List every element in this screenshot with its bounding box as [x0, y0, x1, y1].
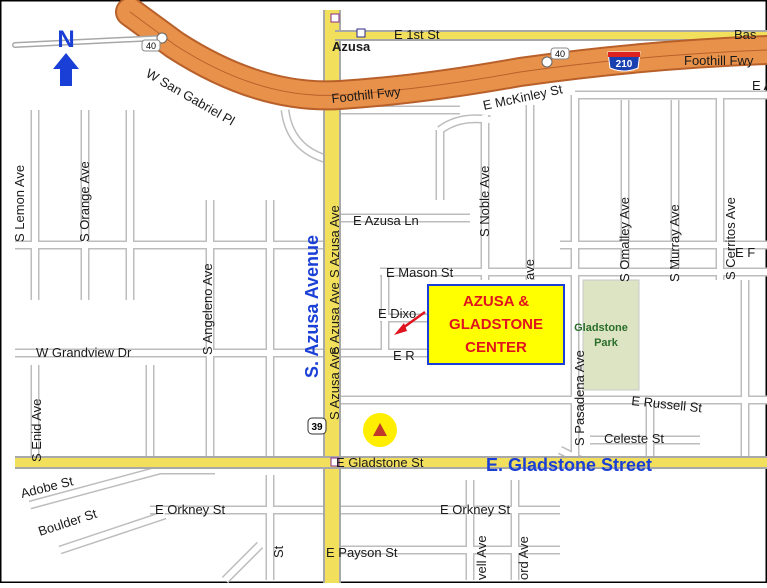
- road-label: vell Ave: [474, 535, 489, 580]
- svg-text:39: 39: [311, 422, 323, 433]
- park-label-suffix: Park: [594, 337, 619, 349]
- road-label: S Noble Ave: [477, 166, 492, 237]
- road-labels: Azusa E 1st St Bas Foothill Fwy E A Foot…: [12, 27, 767, 580]
- road-label: S Azusa Ave: [327, 205, 342, 278]
- poi-marker: [356, 28, 366, 38]
- road-label: E Dixo: [378, 306, 416, 321]
- svg-text:40: 40: [146, 41, 156, 51]
- major-roads: [15, 10, 767, 583]
- road-label: E Mason St: [386, 265, 454, 280]
- road-label: S Cerritos Ave: [723, 197, 738, 280]
- azusa-avenue-big-label: S. Azusa Avenue: [302, 235, 322, 378]
- road-label: E Russell St: [631, 393, 703, 415]
- gladstone-street-road: [15, 458, 767, 467]
- road-label: ave: [522, 259, 537, 280]
- park-label: Gladstone: [574, 322, 628, 334]
- road-label: E A: [752, 78, 767, 93]
- road-label: E R: [393, 348, 415, 363]
- road-label: S Angeleno Ave: [200, 263, 215, 355]
- route-40-shield-left: 40: [141, 39, 161, 52]
- gladstone-street-big-label: E. Gladstone Street: [486, 455, 652, 475]
- road-label: S Enid Ave: [29, 399, 44, 462]
- road-label: S Orange Ave: [77, 161, 92, 242]
- road-label: S Omalley Ave: [617, 197, 632, 282]
- north-arrow: N: [53, 26, 79, 86]
- center-line-1: AZUSA &: [462, 293, 530, 310]
- road-label: St: [271, 545, 286, 558]
- road-label: S Lemon Ave: [12, 165, 27, 242]
- azusa-avenue-road: [325, 10, 339, 583]
- road-label: E Orkney St: [155, 502, 225, 517]
- road-label: E Gladstone St: [336, 455, 424, 470]
- center-line-2: GLADSTONE: [449, 316, 543, 333]
- minor-roads: [15, 90, 767, 584]
- azusa-gladstone-center-callout[interactable]: AZUSA & GLADSTONE CENTER: [427, 284, 565, 365]
- road-label: Celeste St: [604, 431, 664, 446]
- svg-text:210: 210: [616, 59, 633, 70]
- road-label: E 1st St: [394, 27, 440, 42]
- road-label: E F: [735, 245, 755, 260]
- road-label: ord Ave: [516, 536, 531, 580]
- poi-marker: [330, 13, 340, 23]
- center-line-3: CENTER: [465, 339, 527, 356]
- foothill-freeway: [12, 0, 767, 111]
- poi-marker: [330, 457, 340, 467]
- route-39-shield: 39: [307, 417, 327, 435]
- city-label-azusa: Azusa: [332, 39, 371, 54]
- gladstone-park-area: [582, 279, 640, 391]
- road-label: S Azusa Ave: [327, 282, 342, 355]
- road-label: E Orkney St: [440, 502, 510, 517]
- road-label: Foothill Fwy: [684, 53, 754, 68]
- road-label: E Payson St: [326, 545, 398, 560]
- interstate-210-shield: 210: [607, 51, 641, 72]
- road-label: S Pasadena Ave: [572, 350, 587, 446]
- road-label: W Grandview Dr: [36, 345, 132, 360]
- road-label: Bas: [734, 27, 757, 42]
- red-arrow-icon: [394, 310, 426, 335]
- road-label: S Murray Ave: [667, 204, 682, 282]
- up-arrow-icon: [53, 53, 79, 86]
- north-label: N: [57, 26, 74, 53]
- road-label: Foothill Fwy: [331, 84, 402, 106]
- svg-text:40: 40: [555, 49, 565, 59]
- road-label: S Azusa Ave: [327, 347, 342, 420]
- first-street-road: [335, 32, 767, 39]
- route-40-shield-right: 40: [550, 47, 570, 60]
- interchange-circle-east: [541, 56, 553, 68]
- road-label: E Azusa Ln: [353, 213, 419, 228]
- triangle-marker-icon: [373, 423, 387, 436]
